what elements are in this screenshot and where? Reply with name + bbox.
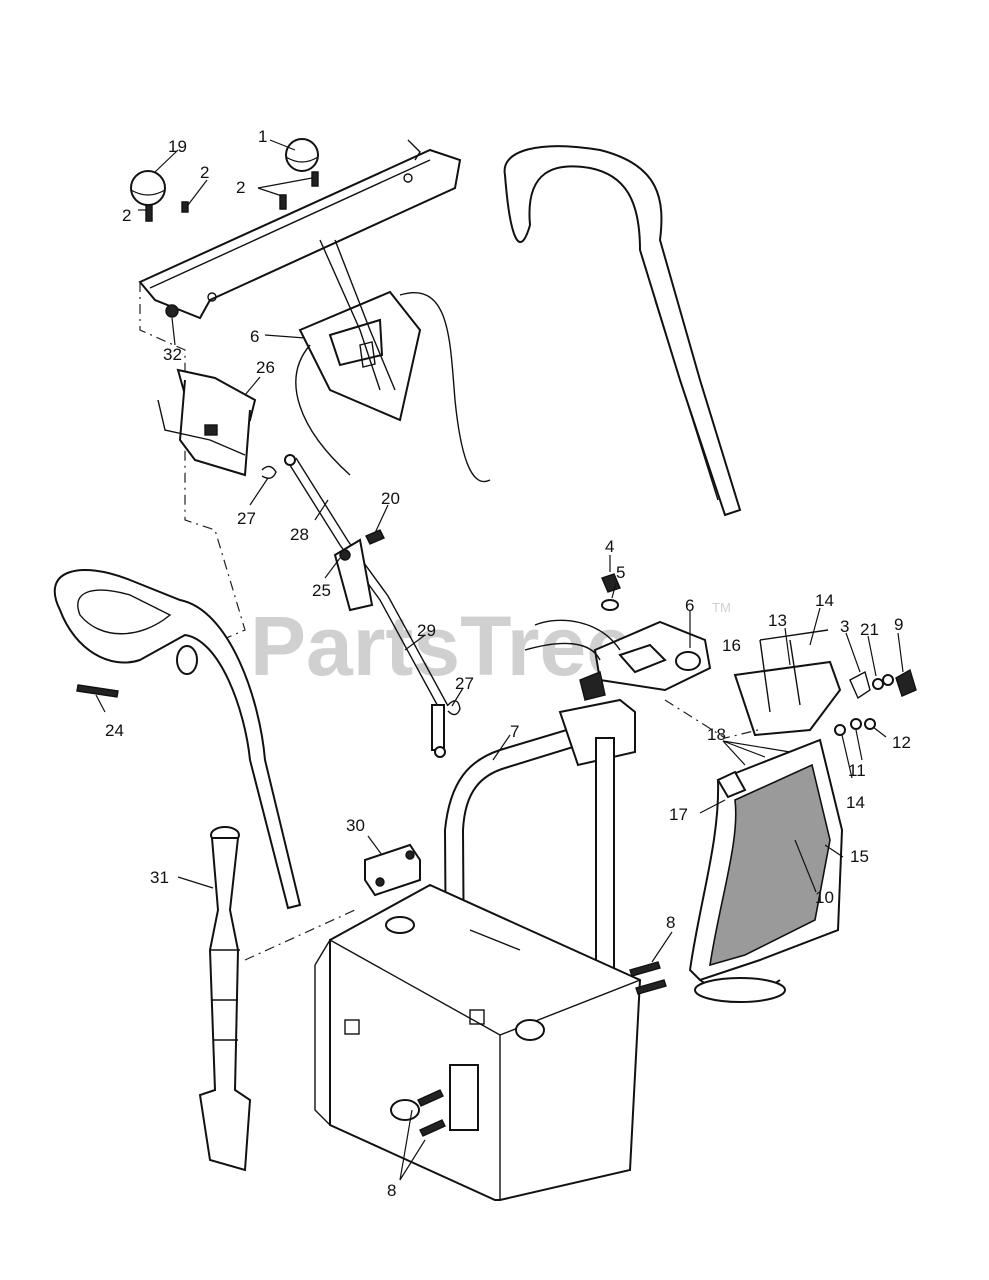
callout-17: 17 xyxy=(669,805,688,824)
callout-7: 7 xyxy=(510,722,519,741)
chute-cable xyxy=(399,292,491,483)
callout-30: 30 xyxy=(346,816,365,835)
watermark: PartsTree xyxy=(250,599,633,693)
frame-housing xyxy=(314,883,642,1201)
knob-1 xyxy=(285,138,319,172)
console-panel xyxy=(138,139,462,646)
clip-30 xyxy=(364,843,421,897)
callout-29: 29 xyxy=(417,621,436,640)
chute-guide-line xyxy=(664,699,759,739)
callout-28: 28 xyxy=(290,525,309,544)
callout-25: 25 xyxy=(312,581,331,600)
callout-8: 8 xyxy=(387,1181,396,1200)
callout-9: 9 xyxy=(894,615,903,634)
callout-8: 8 xyxy=(666,913,675,932)
left-handle xyxy=(53,569,302,910)
cable-right xyxy=(524,619,621,661)
callout-4: 4 xyxy=(605,537,614,556)
callout-11: 11 xyxy=(848,761,866,780)
screw-set-2 xyxy=(145,171,319,222)
nut-32 xyxy=(165,304,179,318)
callout-24: 24 xyxy=(105,721,124,740)
watermark-tm: TM xyxy=(712,600,731,615)
callout-2: 2 xyxy=(122,206,131,225)
callout-2: 2 xyxy=(236,178,245,197)
callout-16: 16 xyxy=(722,636,741,655)
upper-handle-right xyxy=(503,145,742,517)
callout-6: 6 xyxy=(250,327,259,346)
handle-31 xyxy=(198,826,252,1172)
callout-5: 5 xyxy=(616,563,625,582)
deflector-hardware xyxy=(834,668,917,736)
callout-3: 3 xyxy=(840,617,849,636)
callout-6: 6 xyxy=(685,596,694,615)
callout-2: 2 xyxy=(200,163,209,182)
bolt-24 xyxy=(76,684,119,698)
cotter-27b xyxy=(447,700,461,716)
callout-18: 18 xyxy=(707,725,726,744)
callout-20: 20 xyxy=(381,489,400,508)
callout-32: 32 xyxy=(163,345,182,364)
cotter-27a xyxy=(261,465,277,479)
callout-14: 14 xyxy=(846,793,865,812)
callout-27: 27 xyxy=(237,509,256,528)
shift-bracket-6 xyxy=(298,239,422,422)
callout-14: 14 xyxy=(815,591,834,610)
callout-12: 12 xyxy=(892,733,911,752)
deflector-16 xyxy=(733,629,842,737)
washer-5 xyxy=(601,599,619,611)
nut-4 xyxy=(601,573,621,593)
knob-19 xyxy=(130,170,166,206)
callout-labels: 1 19 2 2 2 6 32 26 27 28 20 25 29 27 24 … xyxy=(105,127,911,1200)
callout-13: 13 xyxy=(768,611,787,630)
control-bracket-26 xyxy=(157,368,257,477)
callout-27: 27 xyxy=(455,674,474,693)
callout-1: 1 xyxy=(258,127,267,146)
bolts-8 xyxy=(417,961,667,1137)
discharge-chute-15 xyxy=(688,738,844,1003)
leader-lines xyxy=(95,139,904,1181)
callout-15: 15 xyxy=(850,847,869,866)
callout-31: 31 xyxy=(150,868,169,887)
callout-10: 10 xyxy=(815,888,834,907)
rod-28-29 xyxy=(284,454,449,758)
callout-26: 26 xyxy=(256,358,275,377)
bracket-plate xyxy=(449,1064,479,1131)
chute-rotator-6 xyxy=(579,620,712,701)
callout-21: 21 xyxy=(860,620,879,639)
callout-19: 19 xyxy=(168,137,187,156)
